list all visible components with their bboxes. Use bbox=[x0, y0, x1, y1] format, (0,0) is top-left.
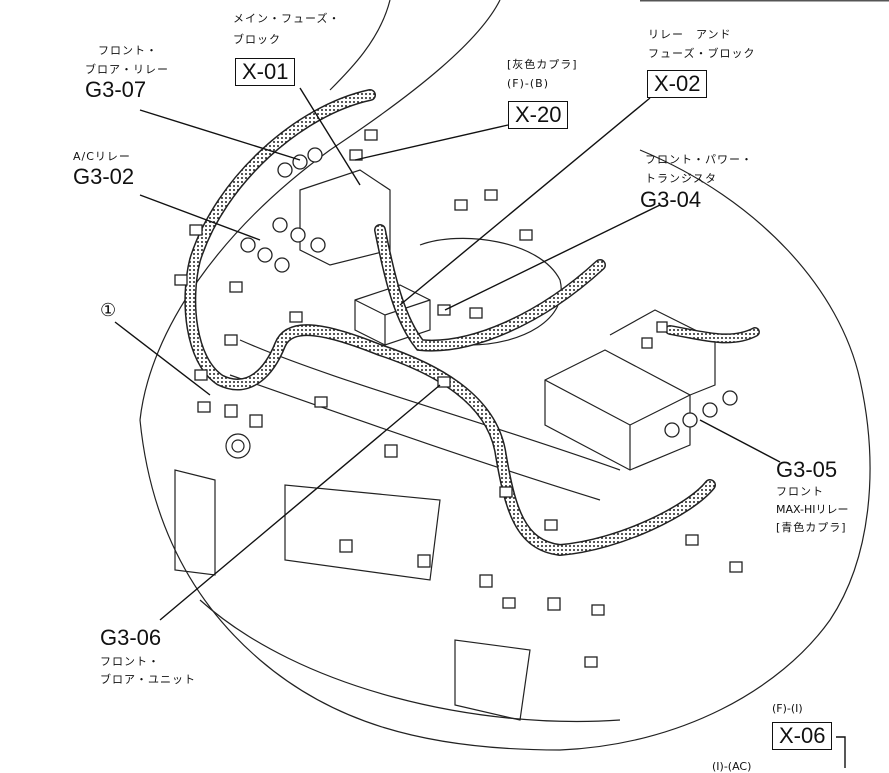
power-transistor-label: フロント・パワー・ bbox=[645, 153, 753, 166]
connector-code-x06: X-06 bbox=[772, 722, 833, 750]
x06-pin-label: (F)-(I) bbox=[772, 702, 803, 715]
connector-code-g304: G3-04 bbox=[640, 187, 702, 212]
relay-fuse-block-label-2: フューズ・ブロック bbox=[648, 47, 756, 60]
relay-fuse-block-label: リレー アンド bbox=[648, 28, 732, 41]
connector-code-g306: G3-06 bbox=[100, 625, 162, 650]
reference-marker-1: ① bbox=[100, 300, 117, 321]
blue-coupler-label: [青色カプラ] bbox=[776, 521, 847, 534]
connector-code-g307: G3-07 bbox=[85, 77, 147, 102]
connectors bbox=[174, 129, 743, 668]
connector-code-g305: G3-05 bbox=[776, 457, 838, 482]
front-blower-unit-label-2: ブロア・ユニット bbox=[100, 673, 196, 686]
main-fuse-block-label-2: ブロック bbox=[233, 33, 281, 46]
leader-lines bbox=[114, 87, 846, 768]
front-blower-relay-label: フロント・ bbox=[98, 44, 158, 57]
x20-pin-label: (F)-(B) bbox=[507, 77, 550, 90]
front-blower-unit-label: フロント・ bbox=[100, 655, 160, 668]
connector-code-g302: G3-02 bbox=[73, 164, 135, 189]
max-hi-relay-label: フロント bbox=[776, 485, 824, 498]
connector-code-x20: X-20 bbox=[508, 101, 569, 129]
connector-code-x02: X-02 bbox=[647, 70, 708, 98]
main-fuse-block-label: メイン・フューズ・ bbox=[233, 12, 341, 25]
ac-relay-label: A/Cリレー bbox=[73, 150, 131, 163]
power-transistor-label-2: トランジスタ bbox=[645, 172, 717, 185]
max-hi-relay-label-2: MAX-HIリレー bbox=[776, 503, 849, 516]
gray-coupler-label: [灰色カプラ] bbox=[507, 58, 578, 71]
connector-code-x01: X-01 bbox=[235, 58, 296, 86]
front-blower-relay-label-2: ブロア・リレー bbox=[85, 63, 169, 76]
x06-pin-label-2: (I)-(AC) bbox=[712, 760, 752, 773]
